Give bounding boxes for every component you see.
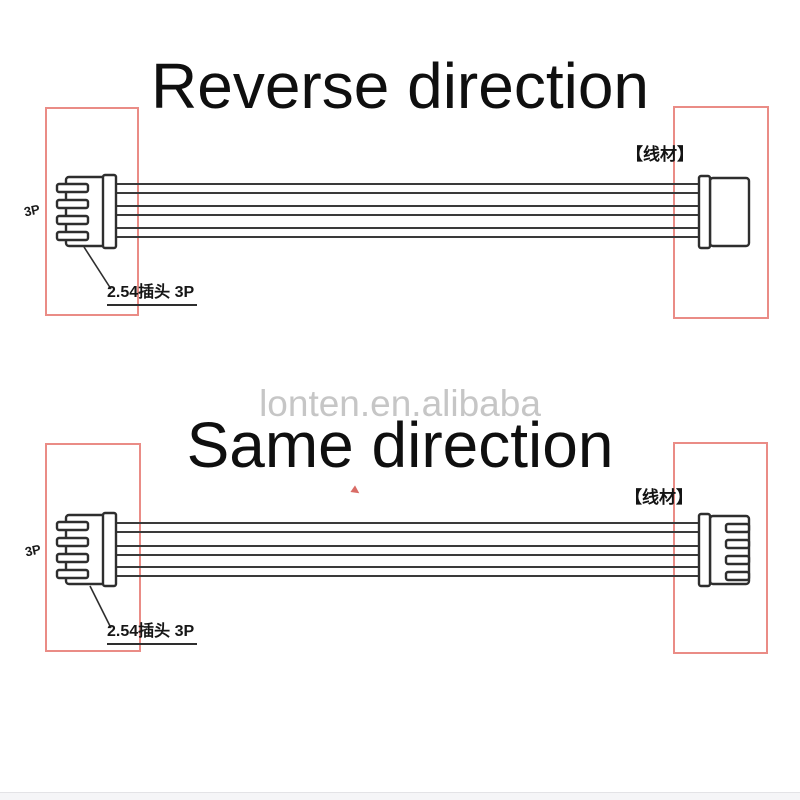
footer-strip xyxy=(0,792,800,800)
bottom-pin-count-label: 3P xyxy=(23,541,43,560)
bottom-cable-material-label: 【线材】 xyxy=(625,488,693,507)
bottom-plug-type-label: 2.54插头 3P xyxy=(107,622,198,646)
top-cable-drawing xyxy=(55,173,751,290)
top-left-plug xyxy=(55,173,118,250)
watermark-text: lonten.en.alibaba xyxy=(259,383,541,424)
bottom-section-title: Same direction xyxy=(186,409,614,481)
highlight-box-top-left-connector xyxy=(45,107,139,316)
highlight-box-bottom-left-connector xyxy=(45,443,141,652)
bottom-right-plug xyxy=(697,512,751,588)
top-pin-count-label: 3P xyxy=(22,201,42,220)
top-section-title: Reverse direction xyxy=(151,50,649,122)
bottom-plug-leader-line xyxy=(89,585,112,629)
top-right-plug xyxy=(697,174,751,250)
bottom-cable-wires xyxy=(114,521,702,578)
top-cable-material-label: 【线材】 xyxy=(626,145,694,164)
top-plug-type-label: 2.54插头 3P xyxy=(107,283,198,307)
top-plug-leader-line xyxy=(83,246,112,290)
bottom-left-plug xyxy=(55,511,118,588)
highlight-box-top-right-connector xyxy=(673,106,769,319)
top-cable-wires xyxy=(114,182,702,239)
highlight-box-bottom-right-connector xyxy=(673,442,768,654)
bottom-cable-drawing xyxy=(55,511,751,629)
